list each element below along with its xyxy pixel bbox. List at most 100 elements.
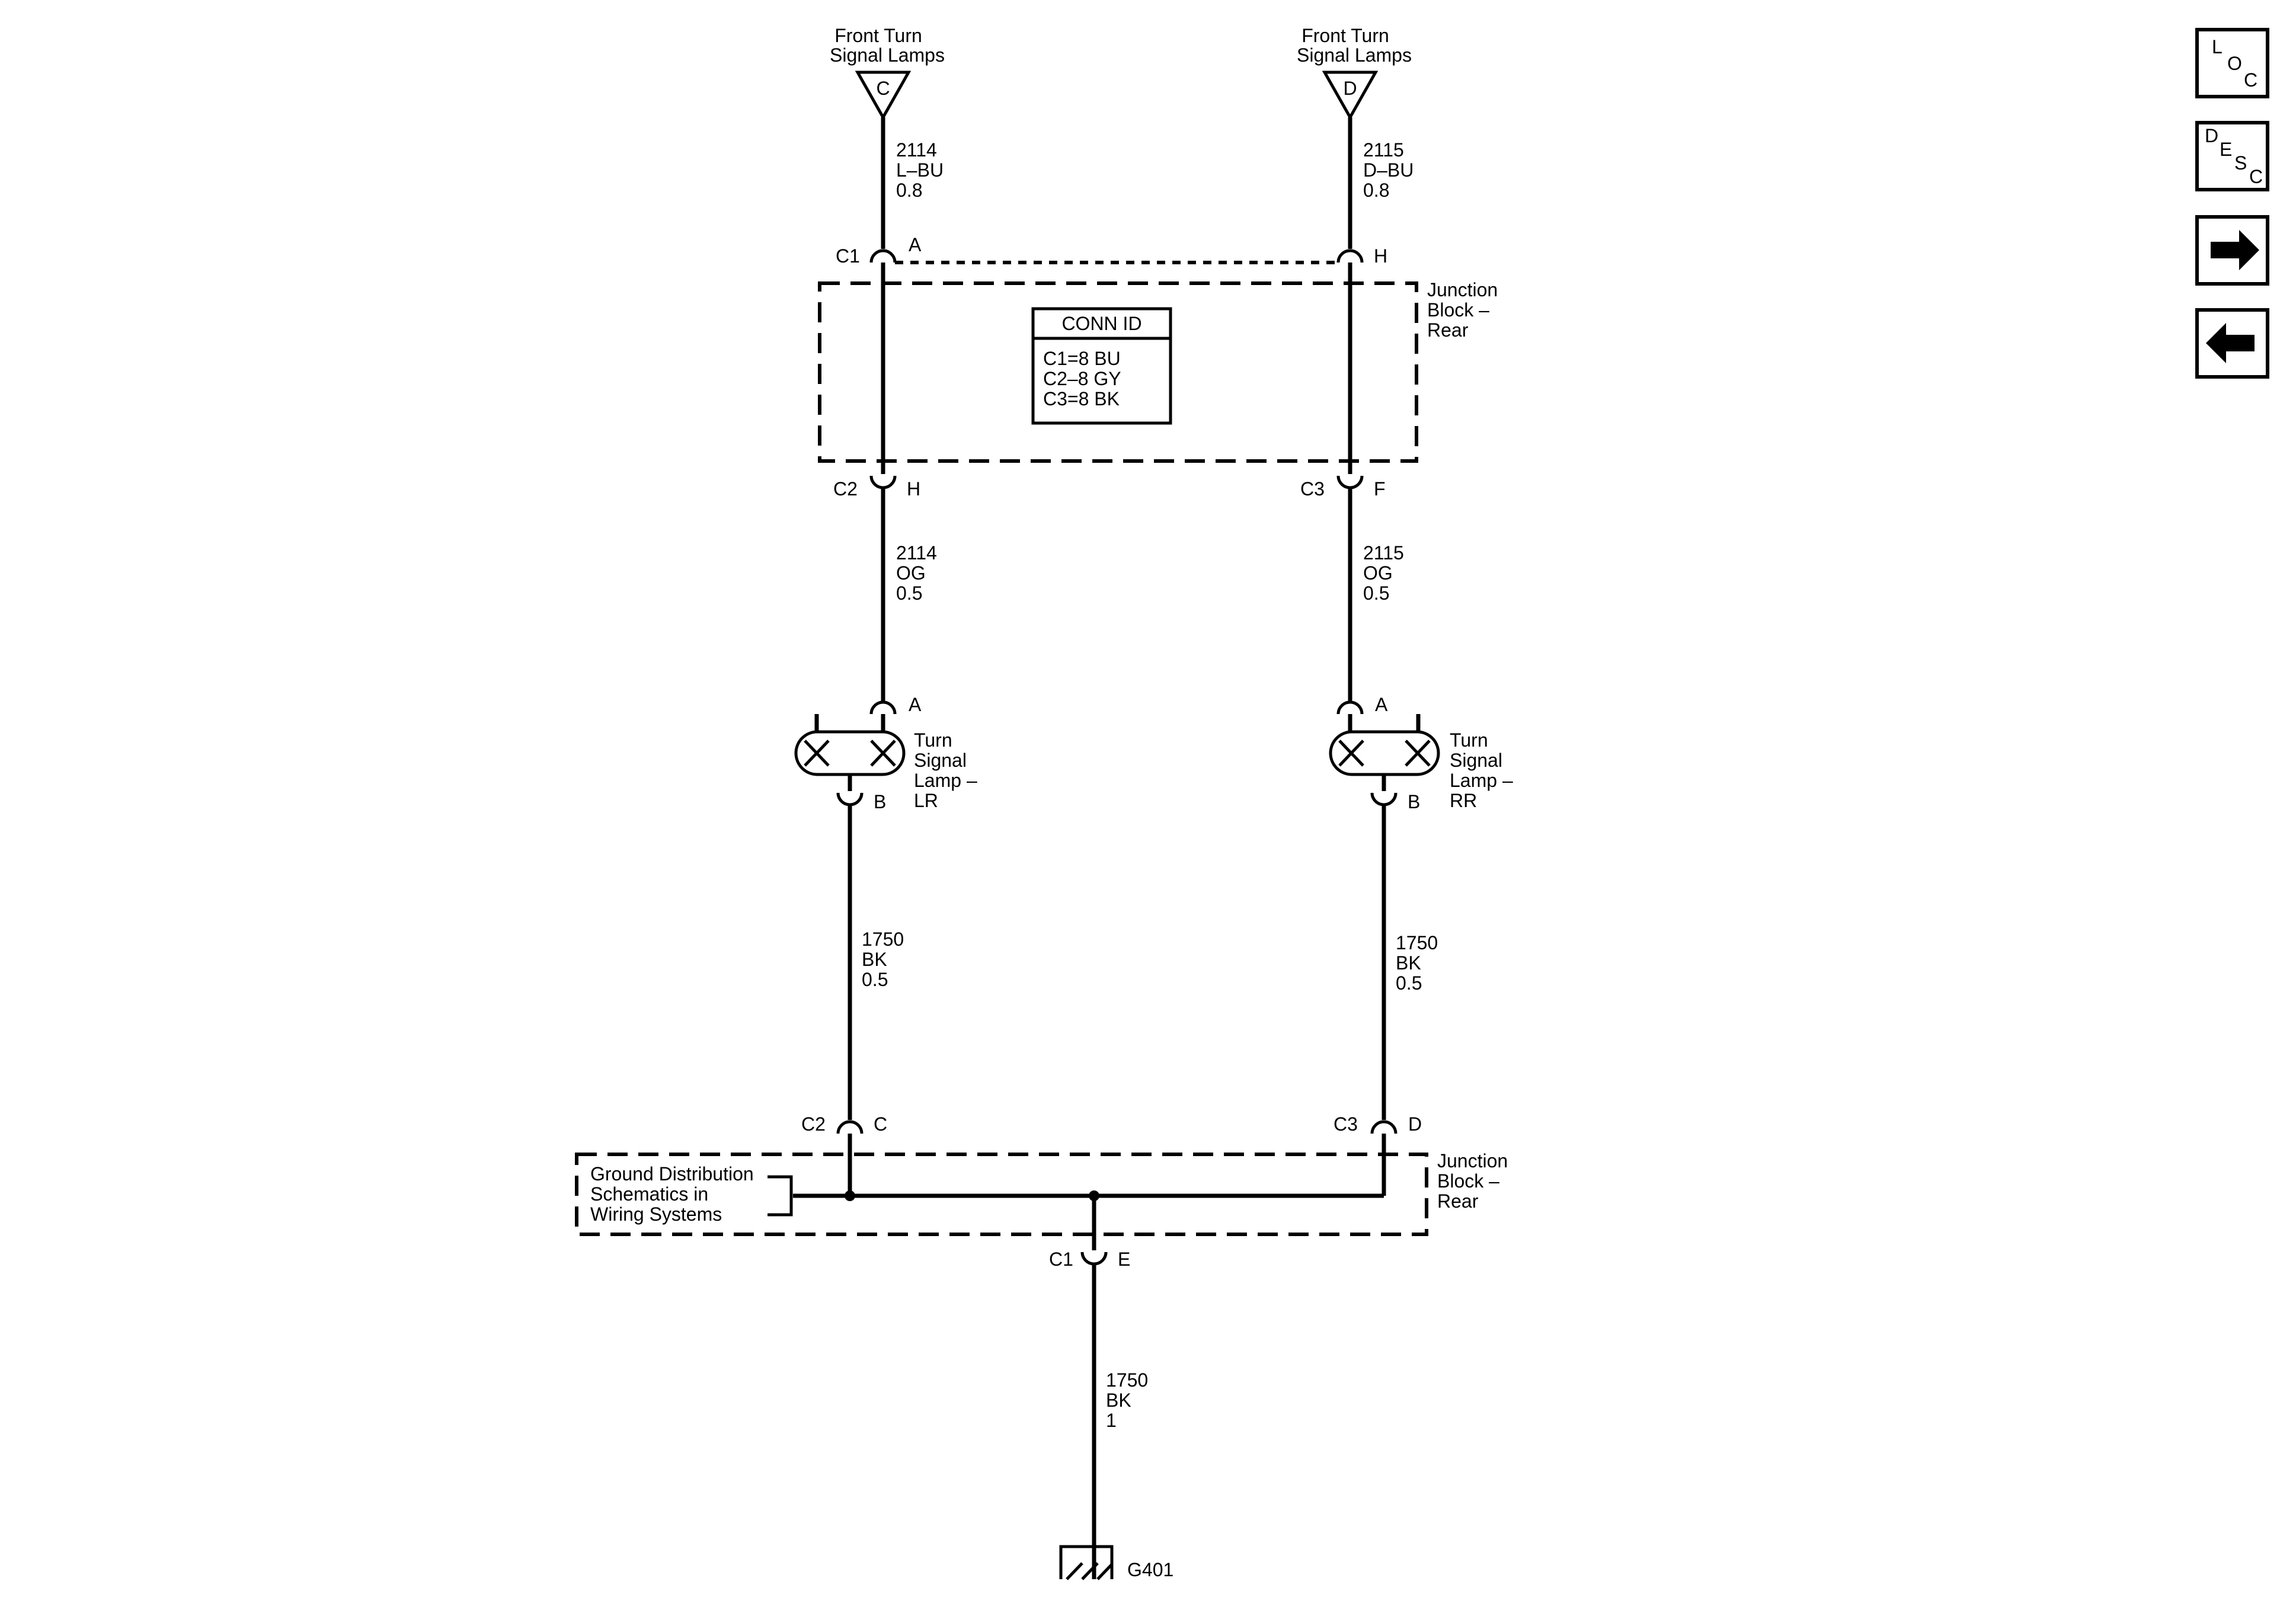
source-right: Front Turn Signal Lamps D — [1297, 25, 1412, 121]
connector-c2-id: C2 — [833, 478, 858, 500]
turn-signal-lamp-lr: A B Turn Signal Lamp – LR — [794, 694, 977, 812]
svg-text:Turn: Turn — [1450, 729, 1488, 751]
svg-text:Lamp –: Lamp – — [1450, 770, 1513, 791]
svg-text:C: C — [2249, 166, 2263, 187]
connector-c2-c — [836, 1120, 864, 1134]
connector-c1-e — [1080, 1251, 1108, 1266]
arrow-left-icon — [2206, 323, 2255, 363]
lamp-lr-bulb — [794, 730, 906, 776]
svg-text:1: 1 — [1106, 1410, 1117, 1431]
ground-distribution-reference: Ground Distribution Schematics in Wiring… — [590, 1163, 793, 1225]
svg-text:BK: BK — [1396, 952, 1421, 974]
loc-button[interactable]: L O C — [2195, 28, 2269, 98]
svg-text:Signal: Signal — [1450, 750, 1502, 771]
wire-2114-lbu-label: 2114 L–BU 0.8 — [896, 139, 944, 201]
svg-text:OG: OG — [896, 562, 926, 584]
connector-c1-h-female — [1336, 249, 1364, 263]
connector-c2-bottom-id: C2 — [801, 1113, 826, 1135]
source-left-letter: C — [876, 78, 890, 99]
svg-text:Junction: Junction — [1437, 1150, 1508, 1172]
connector-c3-bottom-id: C3 — [1334, 1113, 1358, 1135]
ground-g401: G401 — [1059, 1545, 1173, 1580]
svg-text:BK: BK — [862, 949, 887, 970]
lamp-lr-pin-b: B — [874, 791, 886, 812]
connector-c1-a-female — [869, 249, 897, 263]
bracket-icon — [768, 1175, 793, 1217]
svg-text:Lamp –: Lamp – — [914, 770, 977, 791]
connector-c3-f — [1336, 475, 1364, 489]
svg-text:0.5: 0.5 — [896, 582, 922, 604]
svg-text:0.8: 0.8 — [896, 180, 922, 201]
svg-text:Block –: Block – — [1437, 1170, 1499, 1192]
svg-text:RR: RR — [1450, 790, 1477, 811]
svg-text:C: C — [2244, 69, 2257, 91]
wire-2115-dbu-label: 2115 D–BU 0.8 — [1363, 139, 1414, 201]
splice-left — [845, 1190, 855, 1201]
connector-c1-pin-h: H — [1374, 245, 1387, 267]
svg-text:E: E — [2220, 139, 2232, 160]
svg-text:Schematics in: Schematics in — [590, 1183, 708, 1205]
svg-text:2114: 2114 — [896, 542, 937, 564]
source-right-label-1: Front Turn — [1302, 25, 1389, 46]
arrow-right-icon — [2211, 230, 2259, 270]
source-right-letter: D — [1343, 78, 1357, 99]
junction-block-bottom-label: Junction Block – Rear — [1437, 1150, 1508, 1212]
previous-button[interactable] — [2195, 308, 2269, 379]
svg-text:0.8: 0.8 — [1363, 180, 1389, 201]
wire-2114-og-label: 2114 OG 0.5 — [896, 542, 937, 604]
svg-text:O: O — [2227, 53, 2242, 74]
svg-text:Turn: Turn — [914, 729, 952, 751]
svg-text:BK: BK — [1106, 1390, 1131, 1411]
svg-text:L–BU: L–BU — [896, 159, 944, 181]
svg-text:Junction: Junction — [1427, 279, 1498, 300]
source-left-label-2: Signal Lamps — [830, 44, 945, 66]
svg-text:Rear: Rear — [1437, 1190, 1479, 1212]
svg-text:Rear: Rear — [1427, 319, 1469, 341]
source-left-triangle — [855, 71, 912, 121]
svg-text:2115: 2115 — [1363, 139, 1404, 161]
lamp-rr-pin-a: A — [1375, 694, 1388, 715]
junction-block-top-label: Junction Block – Rear — [1427, 279, 1498, 341]
source-right-label-2: Signal Lamps — [1297, 44, 1412, 66]
source-left: Front Turn Signal Lamps C — [830, 25, 945, 121]
wire-1750-left-label: 1750 BK 0.5 — [862, 929, 904, 990]
connector-c3-pin-d: D — [1408, 1113, 1422, 1135]
source-left-label-1: Front Turn — [834, 25, 922, 46]
lamp-lr-pin-a: A — [909, 694, 922, 715]
svg-text:Signal: Signal — [914, 750, 967, 771]
svg-text:2114: 2114 — [896, 139, 937, 161]
lamp-rr-pin-b: B — [1408, 791, 1420, 812]
connector-c3-id: C3 — [1300, 478, 1325, 500]
connector-c1-pin-e: E — [1118, 1249, 1130, 1270]
desc-button[interactable]: D E S C — [2195, 121, 2269, 191]
svg-text:1750: 1750 — [862, 929, 904, 950]
ground-label: G401 — [1127, 1559, 1173, 1580]
conn-id-line: C1=8 BU — [1043, 348, 1121, 369]
next-button[interactable] — [2195, 215, 2269, 286]
connector-c3-d — [1370, 1120, 1398, 1134]
wire-1750-ground-label: 1750 BK 1 — [1106, 1369, 1148, 1431]
wire-2115-og-label: 2115 OG 0.5 — [1363, 542, 1404, 604]
connector-c2-pin-h: H — [907, 478, 920, 500]
svg-text:L: L — [2212, 36, 2223, 57]
svg-text:Block –: Block – — [1427, 299, 1489, 321]
svg-text:1750: 1750 — [1106, 1369, 1148, 1391]
svg-text:1750: 1750 — [1396, 932, 1438, 953]
conn-id-line: C2–8 GY — [1043, 368, 1121, 389]
svg-text:D–BU: D–BU — [1363, 159, 1414, 181]
wire-1750-right-label: 1750 BK 0.5 — [1396, 932, 1438, 994]
svg-text:S: S — [2234, 152, 2247, 174]
svg-text:0.5: 0.5 — [862, 969, 888, 990]
svg-text:2115: 2115 — [1363, 542, 1404, 564]
conn-id-line: C3=8 BK — [1043, 388, 1120, 409]
connector-c1-bottom-id: C1 — [1049, 1249, 1073, 1270]
svg-text:Ground Distribution: Ground Distribution — [590, 1163, 754, 1185]
connector-c1-id: C1 — [836, 245, 860, 267]
svg-text:D: D — [2205, 125, 2218, 146]
svg-text:0.5: 0.5 — [1363, 582, 1389, 604]
svg-text:Wiring Systems: Wiring Systems — [590, 1204, 722, 1225]
svg-text:OG: OG — [1363, 562, 1393, 584]
conn-id-title: CONN ID — [1061, 313, 1141, 334]
connector-c3-pin-f: F — [1374, 478, 1386, 500]
